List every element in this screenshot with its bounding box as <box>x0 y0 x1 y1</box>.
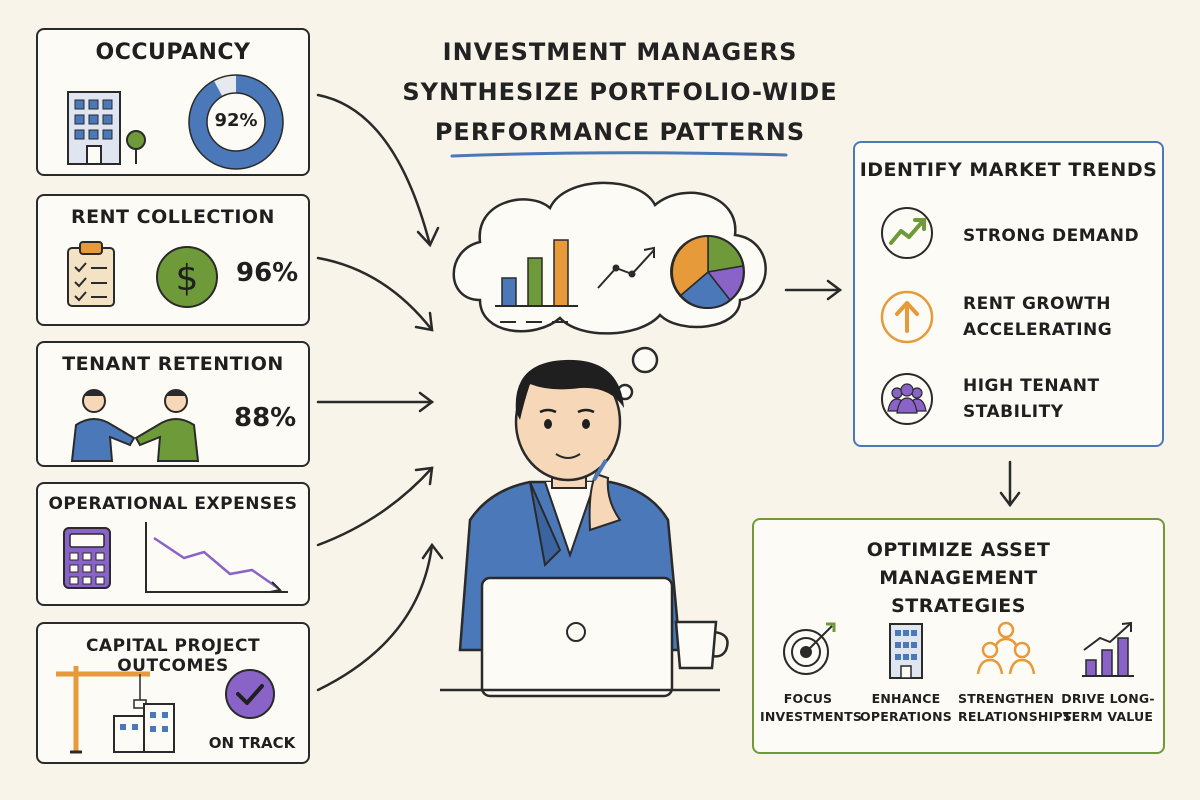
checkmark-icon <box>225 669 275 719</box>
market-trends-panel: Identify Market Trends Strong Demand Ren… <box>853 141 1164 447</box>
calculator-icon <box>63 527 111 589</box>
trend-tenant-stability: High Tenant Stability <box>963 376 1100 422</box>
strategy-drive-value: Drive Long-Term Value <box>1060 620 1156 726</box>
headline: Investment Managers Synthesize Portfolio… <box>402 38 838 146</box>
office-building-icon <box>889 623 923 679</box>
occupancy-donut-chart <box>188 74 284 170</box>
rent-collection-value: 96% <box>236 258 299 288</box>
trend-rent-growth: Rent Growth Accelerating <box>963 294 1113 340</box>
building-icon <box>67 91 146 165</box>
occupancy-value: 92% <box>214 110 258 131</box>
optimize-title: Optimize Asset Management Strategies <box>866 539 1051 617</box>
tenant-retention-value: 88% <box>234 403 297 433</box>
target-icon <box>783 622 836 675</box>
growth-bar-chart-icon <box>1082 621 1134 677</box>
operational-expenses-title: Operational Expenses <box>48 494 298 514</box>
operational-expenses-card: Operational Expenses <box>36 482 310 606</box>
strategy-focus-investments: Focus Investments <box>760 620 863 726</box>
construction-crane-icon <box>56 666 175 754</box>
tenant-retention-card: Tenant Retention 88% <box>36 341 310 467</box>
strategy-label: Strengthen Relationships <box>958 691 1072 724</box>
capital-projects-status: On Track <box>208 734 296 752</box>
capital-projects-card: Capital Project Outcomes On Track <box>36 622 310 764</box>
thought-bubble <box>452 181 767 401</box>
people-group-icon <box>976 621 1036 675</box>
occupancy-title: Occupancy <box>95 40 251 65</box>
thought-pie-chart-icon <box>670 235 745 309</box>
rent-collection-title: Rent Collection <box>71 206 275 228</box>
tenant-group-icon <box>881 373 933 425</box>
clipboard-icon <box>67 241 115 307</box>
dollar-icon: $ <box>156 246 218 308</box>
trend-strong-demand: Strong Demand <box>963 226 1140 246</box>
tenant-retention-title: Tenant Retention <box>62 353 284 375</box>
svg-text:$: $ <box>176 258 199 299</box>
rent-collection-card: Rent Collection $ 96% <box>36 194 310 326</box>
strategy-enhance-operations: Enhance Operations <box>858 620 954 726</box>
arrow-up-icon <box>880 290 934 344</box>
strategy-label: Drive Long-Term Value <box>1061 691 1155 724</box>
trending-up-icon <box>881 207 933 259</box>
strategy-label: Focus Investments <box>760 691 863 724</box>
handshake-icon <box>70 389 200 462</box>
thought-line-chart-icon <box>597 246 655 289</box>
occupancy-donut-fill <box>189 75 283 169</box>
strategy-label: Enhance Operations <box>860 691 952 724</box>
capital-projects-title: Capital Project Outcomes <box>85 636 261 676</box>
occupancy-card: Occupancy 92% <box>36 28 310 176</box>
market-trends-title: Identify Market Trends <box>859 159 1158 181</box>
investment-manager-illustration <box>440 359 729 698</box>
strategy-strengthen-relationships: Strengthen Relationships <box>958 620 1072 726</box>
optimize-strategies-panel: Optimize Asset Management Strategies Foc… <box>752 518 1165 754</box>
declining-expense-chart-icon <box>145 522 288 593</box>
thought-bar-chart-icon <box>495 239 578 323</box>
